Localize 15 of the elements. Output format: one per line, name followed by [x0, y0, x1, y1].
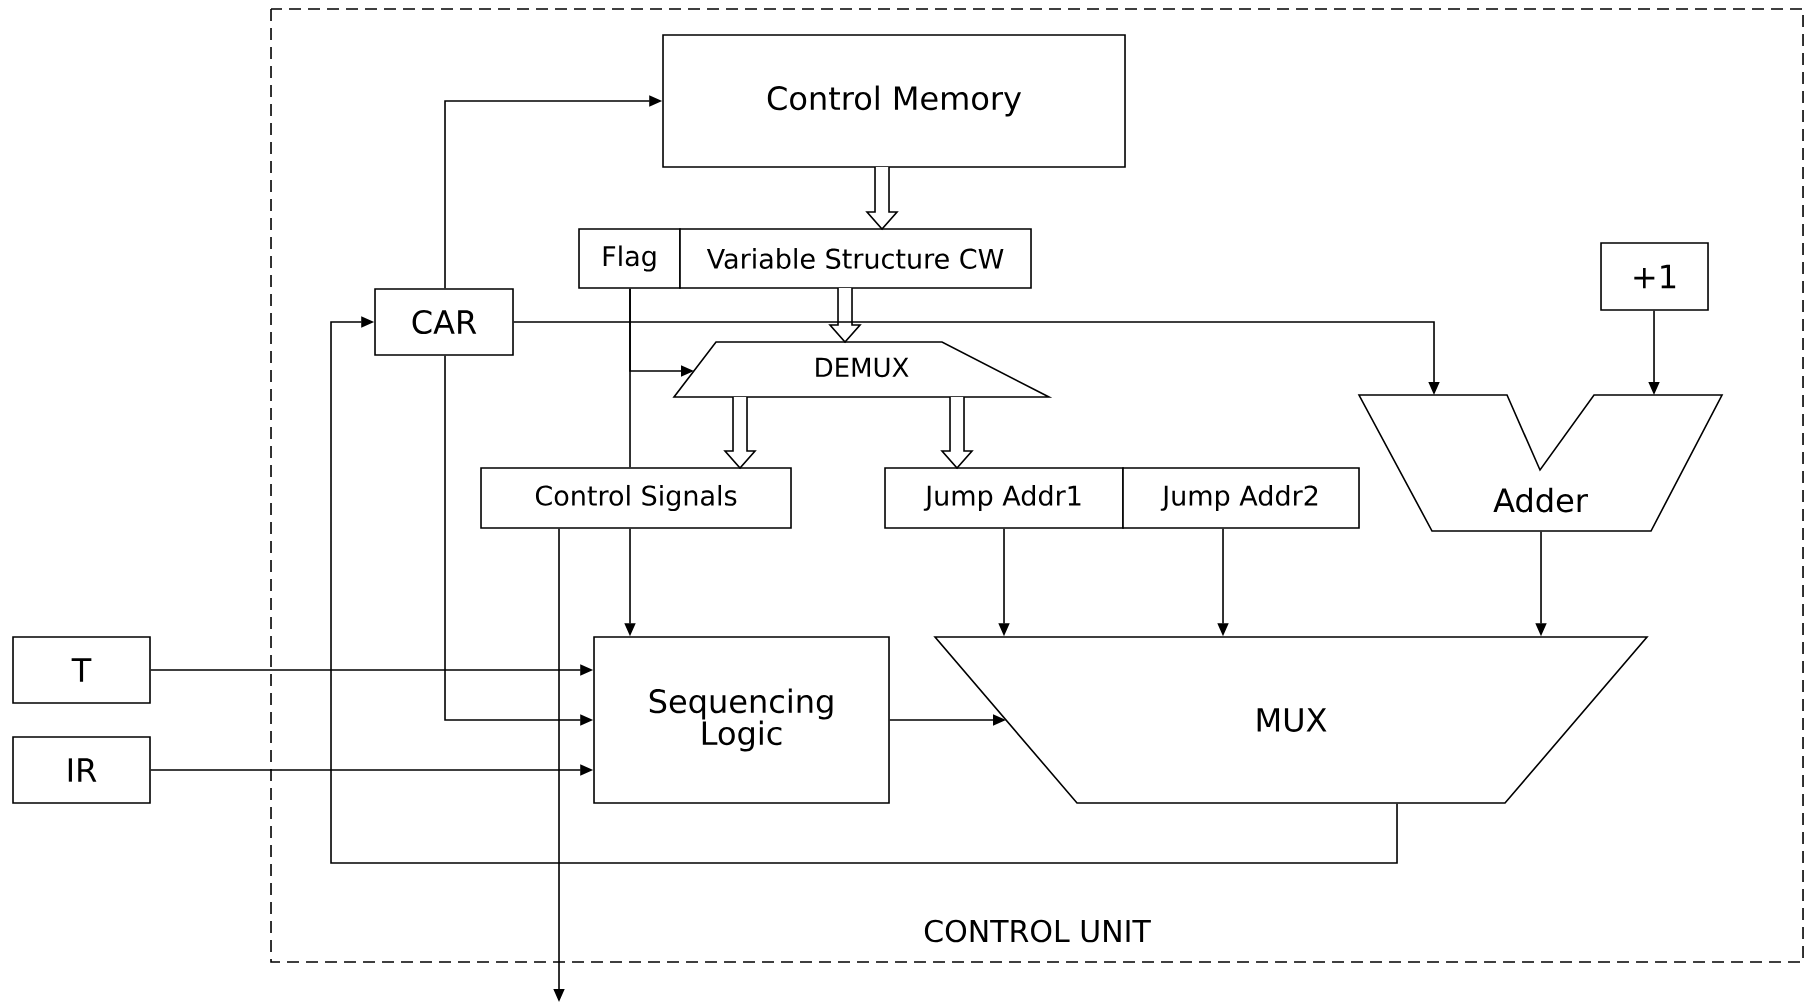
bus-arrow	[865, 166, 899, 231]
constant-box: +1	[1600, 242, 1709, 311]
arrow	[330, 316, 1398, 864]
register-field: Jump Addr1	[884, 467, 1124, 529]
bus-arrow	[940, 396, 974, 470]
register-field: Flag	[578, 228, 681, 289]
bus-arrow	[828, 287, 862, 344]
logic-box: Sequencing Logic	[593, 636, 890, 804]
input-box: T	[12, 636, 151, 704]
register-field: Control Signals	[480, 467, 792, 529]
input-box: IR	[12, 736, 151, 804]
bus-arrow	[723, 396, 757, 470]
register-box: CAR	[374, 288, 514, 356]
memory-box: Control Memory	[662, 34, 1126, 168]
register-field: Jump Addr2	[1122, 467, 1360, 529]
